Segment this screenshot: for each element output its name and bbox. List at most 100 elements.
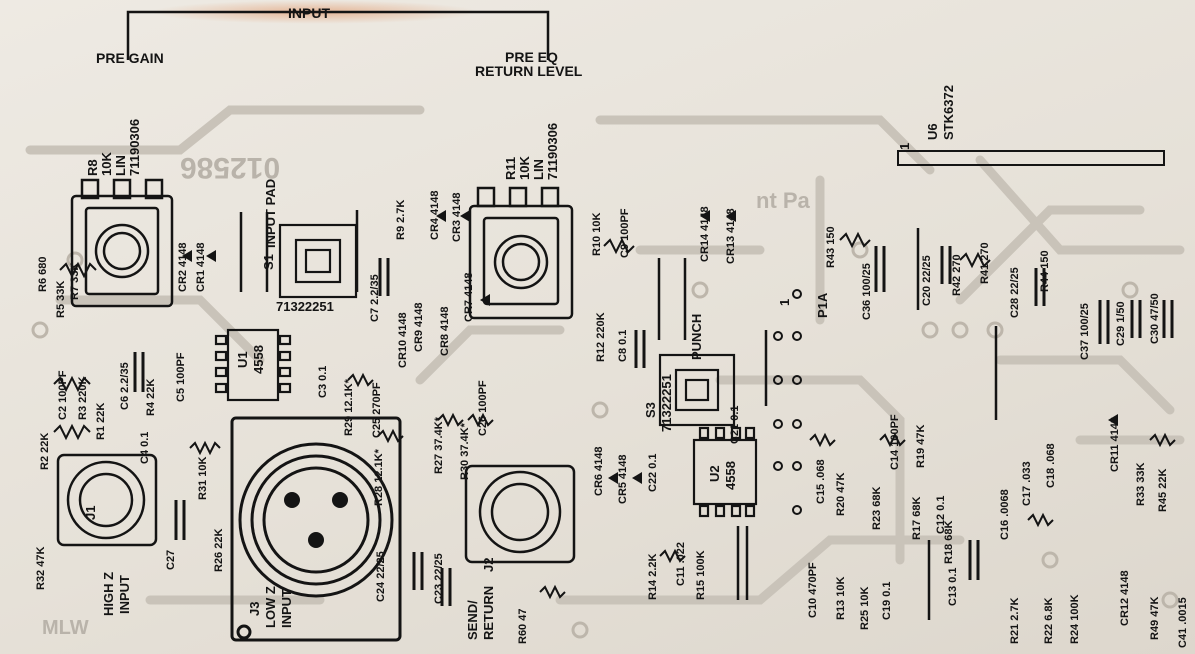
- component-c25: C25 270PF: [371, 382, 383, 438]
- component-r49: R49 47K: [1149, 596, 1161, 640]
- board-logo: MLW: [42, 617, 89, 639]
- vias: [31, 241, 1179, 639]
- component-r42: R42 270: [951, 254, 963, 296]
- component-r24: R24 100K: [1069, 594, 1081, 644]
- component-r19: R19 47K: [915, 424, 927, 468]
- component-r2: R2 22K: [39, 432, 51, 470]
- switch-s3-name: S3: [643, 402, 658, 418]
- component-r9: R9 2.7K: [395, 199, 407, 240]
- component-c29: C29 1/50: [1115, 301, 1127, 346]
- component-cr6: CR6 4148: [593, 446, 605, 496]
- jack-j2-label1: SEND/: [465, 600, 480, 640]
- xlr-j3-label1: LOW Z: [263, 586, 278, 628]
- pot-r8-name: R8: [85, 159, 100, 176]
- component-r22: R22 6.8K: [1043, 597, 1055, 644]
- component-cr4: CR4 4148: [429, 190, 441, 240]
- ic-u1-part: 4558: [251, 345, 266, 374]
- pot-r11-taper: LIN: [531, 159, 546, 180]
- ic-u2-body: [692, 426, 758, 518]
- component-c14: C14 100PF: [889, 414, 901, 470]
- jack-j2-name: J2: [481, 557, 496, 572]
- component-c20: C20 22/25: [921, 255, 933, 306]
- component-c17: C17 .033: [1021, 461, 1033, 506]
- component-c22: C22 0.1: [647, 453, 659, 492]
- pot-r11-name: R11: [503, 156, 518, 180]
- component-r4: R4 22K: [145, 378, 157, 416]
- component-c8: C8 0.1: [617, 329, 629, 362]
- p1a-pads: [773, 289, 802, 515]
- xlr-j3-name: J3: [247, 601, 262, 616]
- component-c19: C19 0.1: [881, 581, 893, 620]
- component-c23: C23 22/25: [433, 553, 445, 604]
- component-cr12: CR12 4148: [1119, 570, 1131, 626]
- component-cr3: CR3 4148: [451, 192, 463, 242]
- component-r32: R32 47K: [35, 546, 47, 590]
- silkscreen-text: nt Pa: [756, 188, 810, 213]
- component-c26: C26 100PF: [477, 380, 489, 436]
- component-r6: R6 680: [37, 256, 49, 292]
- component-r45: R45 22K: [1157, 468, 1169, 512]
- component-c36: C36 100/25: [861, 263, 873, 320]
- component-r25: R25 10K: [859, 586, 871, 630]
- component-cr13: CR13 4148: [725, 208, 737, 264]
- component-c9: C9 100PF: [619, 208, 631, 258]
- component-r21: R21 2.7K: [1009, 597, 1021, 644]
- component-r10: R10 10K: [591, 212, 603, 256]
- ic-u6-part: STK6372: [941, 85, 956, 140]
- jack-j2-label2: RETURN: [481, 585, 496, 640]
- component-r33: R33 33K: [1135, 462, 1147, 506]
- component-c7: C7 2.2/35: [369, 274, 381, 322]
- component-cr14: CR14 4148: [699, 206, 711, 262]
- p1a-name: P1A: [815, 292, 830, 318]
- pot-r11-body: [468, 186, 574, 320]
- component-c18: C18 .068: [1045, 443, 1057, 488]
- component-c6: C6 2.2/35: [119, 362, 131, 410]
- xlr-j3-label2: INPUT: [279, 589, 294, 628]
- component-r31: R31 10K: [197, 456, 209, 500]
- pot-r8-body: [70, 178, 174, 308]
- u6-outline: [897, 150, 1165, 166]
- component-r26: R26 22K: [213, 528, 225, 572]
- ic-u6-name: U6: [925, 123, 940, 140]
- pot-r8-part: 71190306: [127, 118, 142, 176]
- component-c13: C13 0.1: [947, 567, 959, 606]
- p1a-pin1: 1: [777, 298, 792, 306]
- component-cr5: CR5 4148: [617, 454, 629, 504]
- component-r27: R27 37.4K*: [433, 417, 445, 474]
- resistor-symbols: [53, 231, 1176, 600]
- component-cr7: CR7 4148: [463, 272, 475, 322]
- header-pre-gain: PRE GAIN: [96, 50, 164, 66]
- component-cr1: CR1 4148: [195, 242, 207, 292]
- component-c27: C27: [165, 549, 177, 570]
- component-c21: C21 0.1: [729, 405, 741, 444]
- switch-s1-label: INPUT PAD: [263, 178, 278, 248]
- component-c30: C30 47/50: [1149, 293, 1161, 344]
- switch-s1-name: S1: [261, 254, 276, 270]
- header-pre-eq: PRE EQ: [505, 49, 558, 65]
- jack-j1-name: J1: [83, 505, 98, 520]
- component-r5: R5 33K: [55, 280, 67, 318]
- component-cr10: CR10 4148: [397, 312, 409, 368]
- component-r28: R28 12.1K*: [373, 449, 385, 506]
- component-c2: C2 100PF: [57, 370, 69, 420]
- component-cr11: CR11 4148: [1109, 416, 1121, 472]
- component-r20: R20 47K: [835, 472, 847, 516]
- component-c11: C11 .022: [675, 541, 687, 586]
- pot-r11-value: 10K: [517, 156, 532, 180]
- component-r14: R14 2.2K: [647, 553, 659, 600]
- pot-r11-part: 71190306: [545, 122, 560, 180]
- pot-r8-value: 10K: [99, 152, 114, 176]
- component-cr9: CR9 4148: [413, 302, 425, 352]
- component-r41: R41 270: [979, 242, 991, 284]
- ic-u1-name: U1: [235, 351, 250, 368]
- component-c16: C16 .0068: [999, 489, 1011, 540]
- component-c5: C5 100PF: [175, 352, 187, 402]
- component-r18: R18 68K: [943, 520, 955, 564]
- component-cr2: CR2 4148: [177, 242, 189, 292]
- ic-u6-pin1: 1: [897, 142, 912, 150]
- jack-j1-body: [56, 453, 158, 547]
- component-c28: C28 22/25: [1009, 267, 1021, 318]
- switch-s1-part: 71322251: [276, 299, 334, 314]
- switch-s3-part: 71322251: [659, 374, 674, 432]
